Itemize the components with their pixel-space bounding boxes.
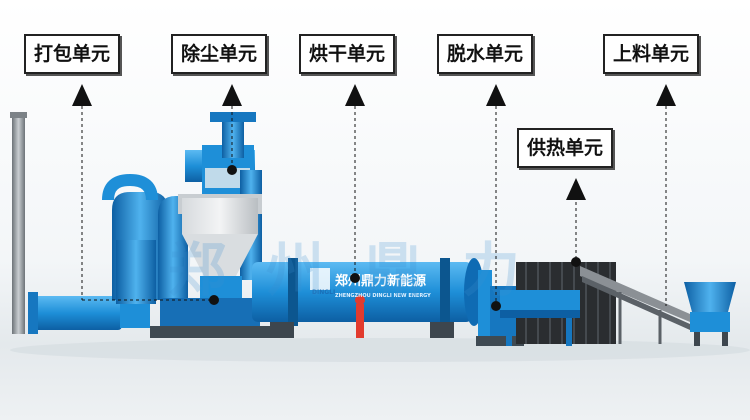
label-dust-unit: 除尘单元 xyxy=(171,34,268,74)
feeding-unit xyxy=(580,266,736,346)
label-packing-unit: 打包单元 xyxy=(24,34,121,74)
drum-logo-text: DINGLI xyxy=(312,289,335,296)
collector-hopper xyxy=(150,194,270,338)
watermark: 郑州鼎力 xyxy=(168,236,560,304)
arrow-dust xyxy=(222,84,242,106)
label-dewater-unit: 脱水单元 xyxy=(437,34,534,74)
arrowheads xyxy=(72,84,676,200)
arrow-heating xyxy=(566,178,586,200)
arrow-feeding xyxy=(656,84,676,106)
drum-brand-subtext: ZHENGZHOU DINGLI NEW ENERGY xyxy=(335,293,431,299)
packing-unit xyxy=(28,292,150,334)
arrow-dewater xyxy=(486,84,506,106)
watermark-text: 郑州鼎力 xyxy=(168,236,560,304)
chimney xyxy=(10,112,27,334)
label-feeding-unit: 上料单元 xyxy=(603,34,700,74)
arrow-packing xyxy=(72,84,92,106)
leader-lines xyxy=(81,100,667,306)
marker-dots xyxy=(209,165,581,311)
label-drying-unit: 烘干单元 xyxy=(299,34,396,74)
arrow-drying xyxy=(345,84,365,106)
label-heating-unit: 供热单元 xyxy=(517,128,614,168)
